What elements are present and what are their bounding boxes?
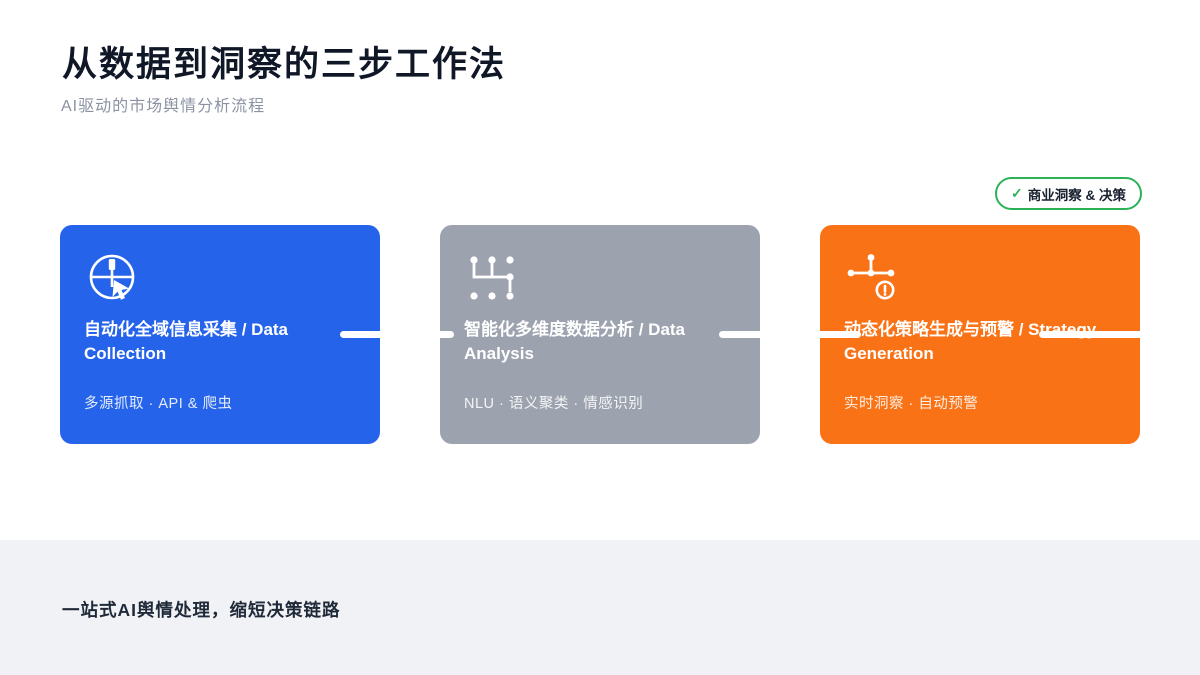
step-card-subtitle: 多源抓取 · API & 爬虫 (84, 396, 233, 412)
page-subtitle: AI驱动的市场舆情分析流程 (61, 98, 266, 115)
footer-band: 一站式AI舆情处理，缩短决策链路 (0, 540, 1200, 675)
step-card-title: 动态化策略生成与预警 / Strategy Generation (844, 320, 1097, 363)
step-card-title: 自动化全域信息采集 / Data Collection (84, 320, 289, 363)
cursor-capture-icon (89, 254, 135, 300)
step-card-data-analysis: 智能化多维度数据分析 / Data Analysis NLU · 语义聚类 · … (440, 225, 760, 444)
cluster-flow-icon (470, 256, 514, 300)
connector-line-3 (1039, 331, 1149, 338)
check-icon: ✓ (1011, 185, 1023, 201)
step-card-subtitle: 实时洞察 · 自动预警 (844, 396, 979, 412)
outcome-badge: ✓ 商业洞察 & 决策 (995, 177, 1142, 210)
network-alert-icon (847, 254, 895, 300)
connector-line-2 (719, 331, 861, 338)
page-title: 从数据到洞察的三步工作法 (62, 44, 507, 85)
step-card-title: 智能化多维度数据分析 / Data Analysis (464, 320, 686, 363)
outcome-badge-label: 商业洞察 & 决策 (1027, 187, 1126, 203)
connector-line-1 (340, 331, 454, 338)
step-card-subtitle: NLU · 语义聚类 · 情感识别 (464, 396, 644, 412)
footer-summary-text: 一站式AI舆情处理，缩短决策链路 (62, 600, 341, 620)
step-card-data-collection: 自动化全域信息采集 / Data Collection 多源抓取 · API &… (60, 225, 380, 444)
